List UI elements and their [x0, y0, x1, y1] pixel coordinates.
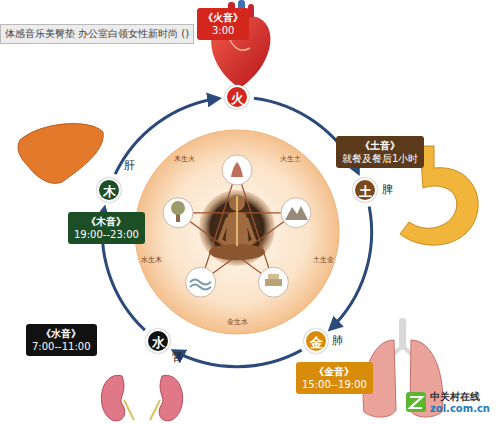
- water-music-box: 《水音》7:00--11:00: [26, 324, 97, 356]
- fire-music-box: 《火音》3:00: [197, 8, 249, 40]
- element-icons: [163, 155, 311, 297]
- kidneys-organ: [101, 375, 182, 420]
- node-title: 土: [355, 180, 375, 204]
- element-circle: 金: [304, 329, 328, 353]
- halo: [199, 190, 275, 266]
- node-title: 《木音》: [74, 215, 139, 228]
- cycle-arrow: [330, 207, 372, 330]
- node-text: 15:00--19:00: [302, 378, 367, 391]
- cycle-label: 火生土: [280, 154, 301, 164]
- watermark-url: zol.com.cn: [430, 403, 490, 414]
- node-title: 《金音》: [302, 365, 367, 378]
- watermark-text: 中关村在线: [430, 390, 480, 404]
- organ-name: 脾: [382, 182, 393, 197]
- center-disc: [135, 130, 339, 334]
- element-circle: 火: [225, 85, 249, 109]
- node-title: 木: [99, 180, 119, 204]
- node-text: 就餐及餐后1小时: [342, 152, 418, 165]
- element-circle: 水: [146, 329, 170, 353]
- cycle-arrow: [115, 98, 219, 174]
- node-text: 3:00: [203, 24, 243, 37]
- seated-figure: [209, 195, 265, 260]
- node-title: 金: [306, 331, 326, 355]
- organ-name: 肺: [332, 333, 343, 348]
- node-text: 7:00--11:00: [32, 340, 91, 353]
- watermark-logo: [406, 392, 426, 412]
- node-title: 火: [227, 87, 247, 111]
- node-title: 《水音》: [32, 327, 91, 340]
- element-circle: 木: [97, 178, 121, 202]
- wood-music-box: 《木音》19:00--23:00: [68, 212, 145, 244]
- earth-music-box: 《土音》就餐及餐后1小时: [336, 136, 424, 168]
- node-text: 19:00--23:00: [74, 228, 139, 241]
- element-circle: 土: [353, 178, 377, 202]
- lungs-organ: [363, 318, 443, 417]
- organ-name: 肾: [172, 350, 183, 365]
- cycle-label: 水生木: [141, 255, 162, 265]
- metal-music-box: 《金音》15:00--19:00: [296, 362, 373, 394]
- cycle-label: 木生火: [174, 154, 195, 164]
- organ-name: 肝: [124, 158, 135, 173]
- cycle-arrow: [173, 350, 301, 367]
- node-title: 《土音》: [342, 139, 418, 152]
- cycle-label: 金生水: [227, 317, 248, 327]
- ad-banner: 体感音乐美臀垫 办公室白领女性新时尚 (): [0, 24, 194, 44]
- liver-organ: [18, 124, 103, 184]
- node-title: 《火音》: [203, 11, 243, 24]
- cycle-label: 土生金: [313, 255, 334, 265]
- pentagram: [178, 170, 296, 282]
- node-title: 水: [148, 331, 168, 355]
